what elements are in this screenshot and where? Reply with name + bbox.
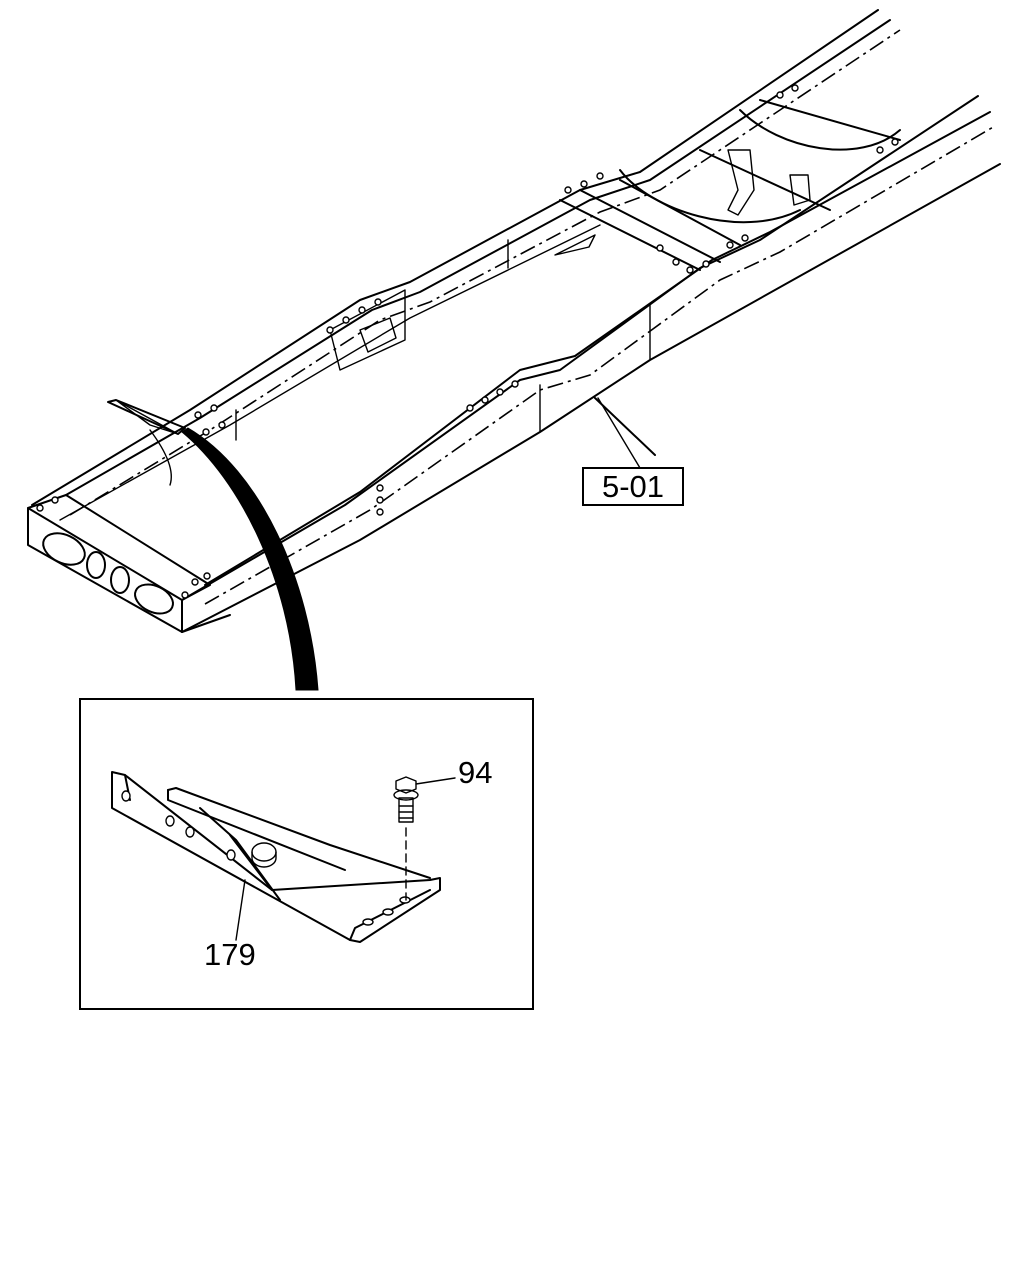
frame-callout: 5-01	[582, 397, 684, 506]
chassis-frame	[27, 9, 1001, 633]
detail-leader-arrow	[181, 427, 319, 691]
bolt-leader	[415, 777, 456, 785]
detail-view: 94 179	[79, 698, 534, 1010]
bolt-94	[393, 776, 419, 901]
bracket-leader	[235, 879, 246, 941]
bracket-location-on-frame	[107, 399, 186, 486]
bracket-label: 179	[204, 937, 256, 972]
bracket-179	[111, 771, 441, 943]
bolt-label: 94	[458, 755, 492, 790]
left-rail	[31, 9, 879, 506]
frame-callout-label: 5-01	[602, 469, 664, 504]
rivet-holes	[36, 84, 899, 599]
right-rail	[181, 95, 979, 601]
